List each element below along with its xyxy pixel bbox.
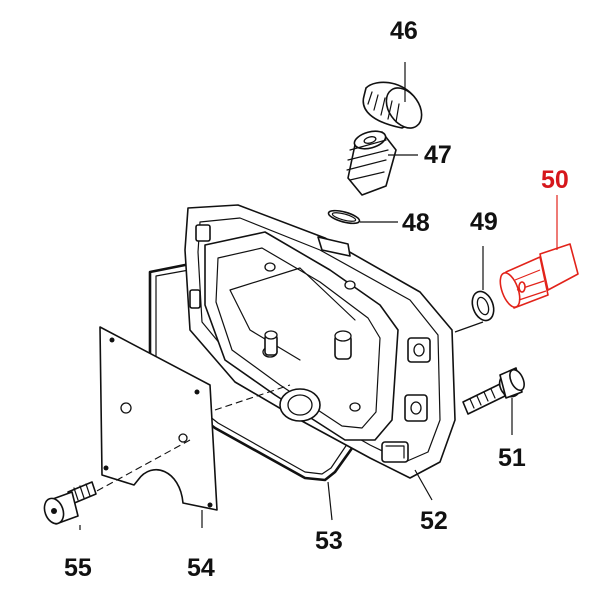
part-55-screw xyxy=(43,481,97,525)
callout-55: 55 xyxy=(64,554,92,582)
part-47-insert xyxy=(346,130,397,196)
part-48-oring xyxy=(327,209,361,225)
part-49-washer xyxy=(471,290,495,322)
alignment-lines xyxy=(94,384,291,493)
leader-lines xyxy=(79,62,558,530)
part-51-bolt xyxy=(462,367,525,415)
part-50-plug xyxy=(499,243,579,309)
callout-53: 53 xyxy=(315,527,343,555)
part-54-plate xyxy=(99,326,218,511)
callout-50: 50 xyxy=(541,166,569,194)
callout-52: 52 xyxy=(420,507,448,535)
part-52-housing xyxy=(184,204,456,479)
callout-49: 49 xyxy=(470,208,498,236)
callout-48: 48 xyxy=(402,209,430,237)
callout-54: 54 xyxy=(187,554,215,582)
callout-51: 51 xyxy=(498,444,526,472)
callout-47: 47 xyxy=(424,141,452,169)
callout-46: 46 xyxy=(390,17,418,45)
part-46-knob xyxy=(362,81,423,129)
